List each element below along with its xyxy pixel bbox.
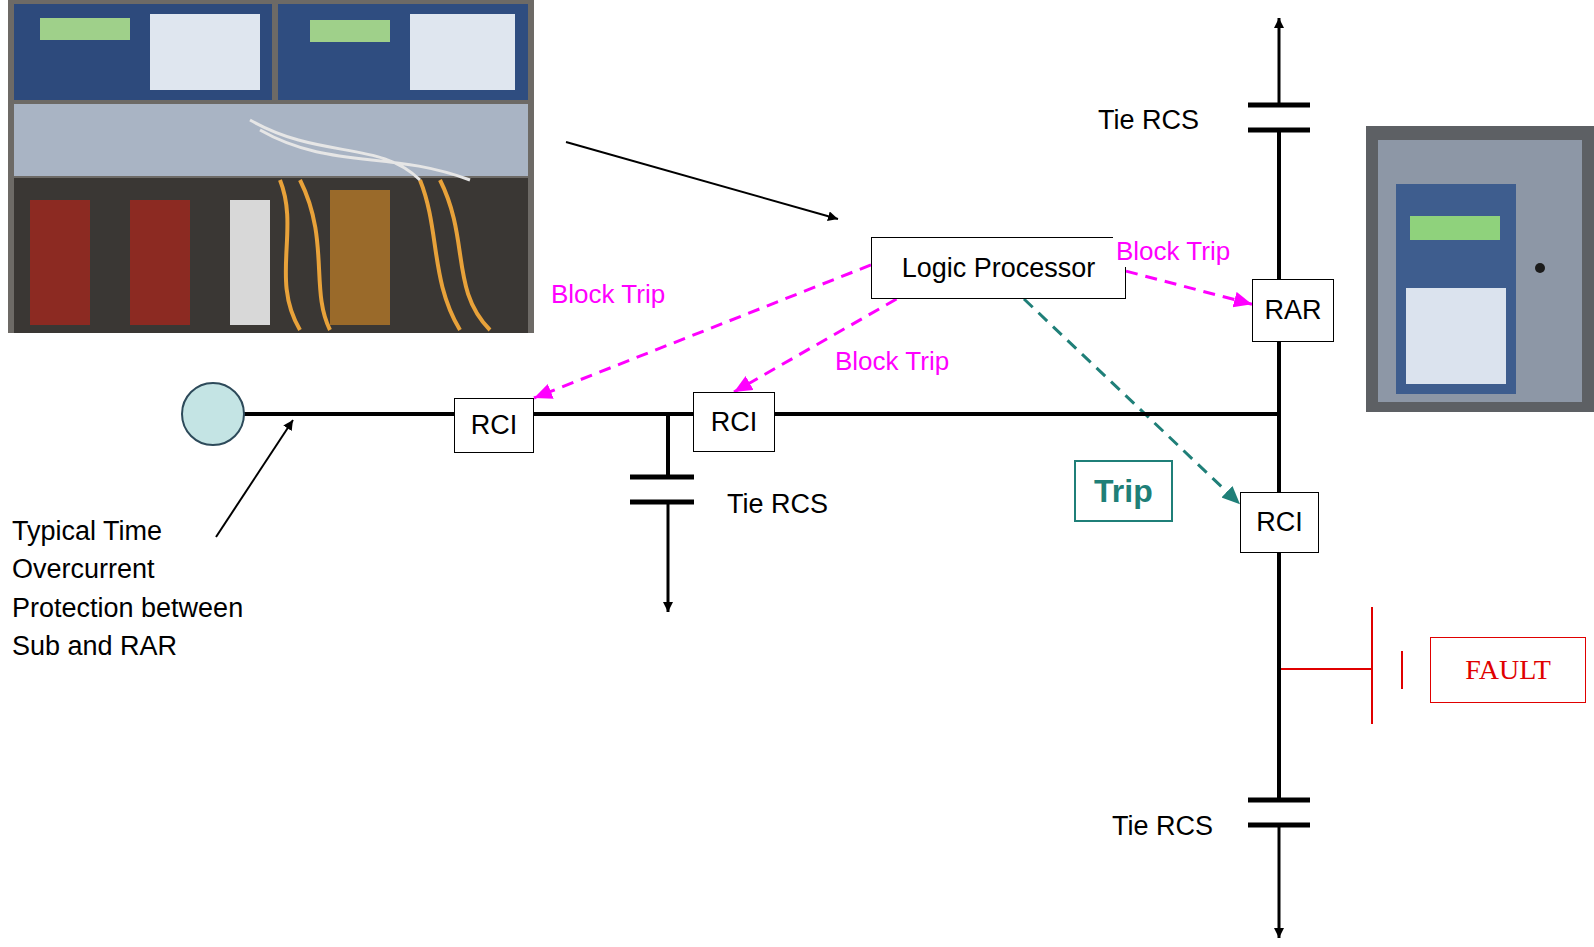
feeder-line	[1278, 825, 1281, 938]
control-cabinet	[1378, 140, 1582, 402]
relay-buttons	[410, 14, 515, 90]
trip-label: Trip	[1074, 460, 1173, 522]
switch-label: Tie RCS	[1098, 102, 1238, 138]
node-text: RAR	[1264, 295, 1321, 326]
recloser-display	[1410, 216, 1500, 240]
node-text: RCI	[1256, 507, 1303, 538]
switch-plate	[1248, 128, 1310, 133]
interrupter-box: RCI	[693, 392, 775, 452]
node-text: RCI	[471, 410, 518, 441]
circuit-board	[330, 190, 390, 325]
fault-ground-plate	[1401, 651, 1403, 689]
switch-plate	[1248, 798, 1310, 803]
feeder-line	[1277, 553, 1281, 800]
node-text: FAULT	[1465, 654, 1551, 686]
recloser-control-panel	[1396, 184, 1516, 394]
feeder-line	[775, 414, 1279, 492]
switch-label: Tie RCS	[1112, 808, 1252, 844]
block-trip-signal	[1126, 271, 1252, 304]
circuit-board	[130, 200, 190, 325]
switch-plate	[630, 500, 694, 505]
relay-display	[40, 18, 130, 40]
feeder-line	[1277, 130, 1281, 279]
branch-line	[667, 502, 670, 612]
latch	[1535, 263, 1545, 273]
leader-line	[216, 420, 293, 537]
pointer-arrow	[566, 142, 838, 219]
cable-bundle	[230, 200, 270, 325]
branch-line	[666, 414, 670, 477]
switch-label: Tie RCS	[727, 486, 867, 522]
interrupter-box: RCI	[454, 398, 534, 453]
node-text: Logic Processor	[902, 253, 1096, 284]
recloser-control-photo	[1366, 126, 1594, 412]
fault-line	[1281, 668, 1372, 670]
fault-ground-plate	[1371, 607, 1373, 724]
wiring-area	[14, 178, 528, 333]
logic-processor-unit	[14, 104, 528, 176]
recloser-buttons	[1406, 288, 1506, 384]
feeder-line	[534, 412, 693, 416]
wires	[280, 180, 490, 330]
interrupter-box: RCI	[1240, 492, 1319, 553]
fault-box: FAULT	[1430, 637, 1586, 703]
relay-panel	[14, 4, 272, 100]
note-label: Typical Time Overcurrent Protection betw…	[12, 512, 262, 665]
substation-circle	[182, 383, 244, 445]
logic-processor-box: Logic Processor	[871, 237, 1126, 299]
feeder-line	[1278, 18, 1281, 105]
signal-label: Block Trip	[1113, 236, 1233, 267]
node-text: RCI	[711, 407, 758, 438]
signal-label: Block Trip	[548, 279, 668, 310]
switch-plate	[630, 475, 694, 480]
relay-display	[310, 20, 390, 42]
feeder-line	[244, 412, 454, 416]
feeder-line	[775, 342, 1279, 414]
relay-panel	[278, 4, 528, 100]
recloser-box: RAR	[1252, 279, 1334, 342]
wires	[250, 120, 470, 180]
block-trip-signal	[534, 265, 871, 398]
signal-label: Block Trip	[832, 346, 952, 377]
relay-buttons	[150, 14, 260, 90]
circuit-board	[30, 200, 90, 325]
cabinet-photo	[8, 0, 534, 333]
